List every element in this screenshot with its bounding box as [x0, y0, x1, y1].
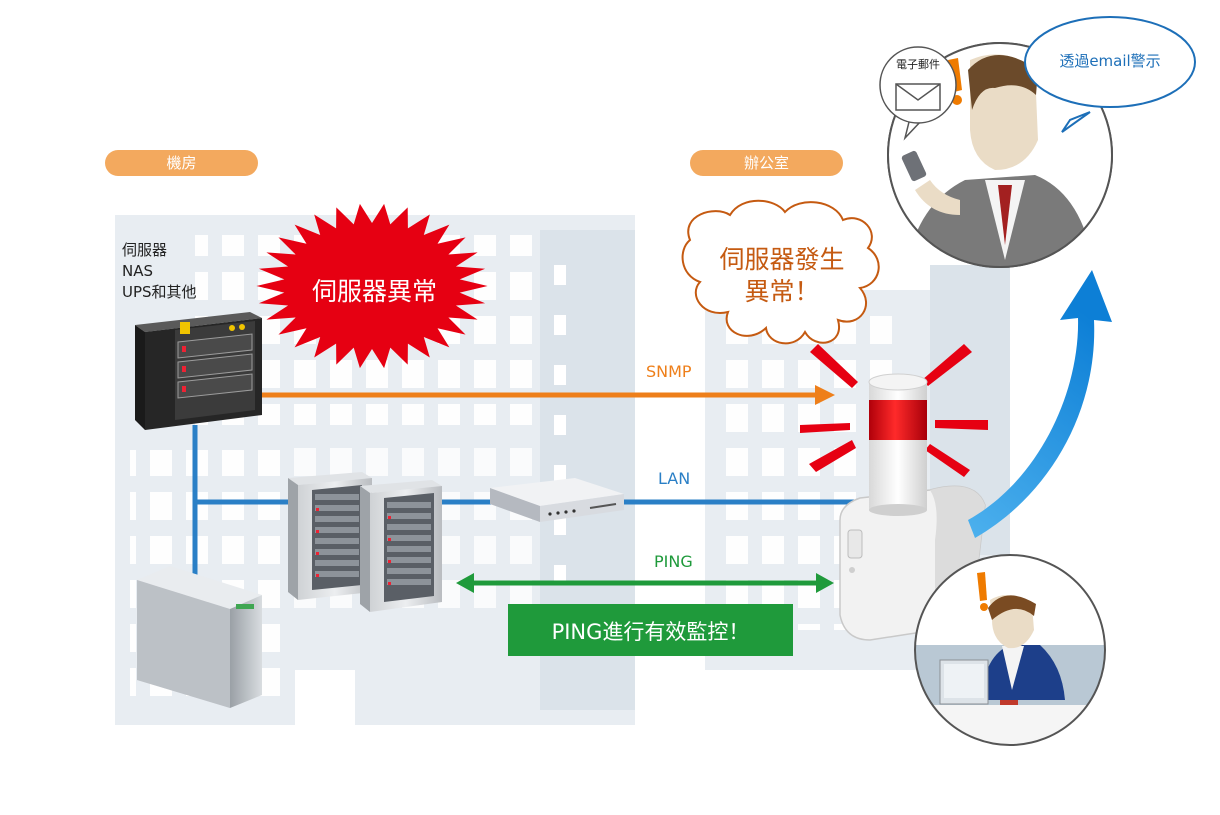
network-device-icon [490, 478, 624, 522]
ups-icon [137, 566, 262, 708]
notify-arrow [968, 270, 1112, 538]
device-label-ups: UPS和其他 [122, 283, 197, 301]
email-alert-scene [879, 16, 1196, 268]
server-error-text: 伺服器異常 [312, 277, 438, 306]
lan-label: LAN [658, 469, 691, 488]
alert-speech-cloud [681, 199, 880, 345]
snmp-arrow [262, 385, 835, 405]
server-error-occurs-text: 伺服器發生 異常！ [712, 244, 852, 308]
ping-banner-text: PING進行有效監控！ [551, 620, 750, 644]
device-label-server: 伺服器 [122, 241, 168, 259]
ping-label: PING [654, 552, 693, 571]
ping-arrow [456, 573, 834, 593]
server-room-label: 機房 [105, 150, 258, 176]
rack-server-icon [135, 312, 262, 430]
desk-alert-scene [914, 554, 1106, 746]
alarm-rays [800, 344, 988, 477]
server-error-occurs-line2: 異常！ [744, 277, 820, 306]
office-label: 辦公室 [690, 150, 843, 176]
snmp-label: SNMP [646, 362, 692, 381]
envelope-icon [895, 83, 941, 111]
email-icon-label: 電子郵件 [896, 58, 940, 71]
device-label-nas: NAS [122, 262, 154, 280]
device-list-label: 伺服器 NAS UPS和其他 [122, 240, 197, 303]
server-rack-icon [360, 480, 442, 612]
blue-lan-lines [192, 425, 870, 575]
server-rack-icon [288, 472, 372, 600]
ping-banner-box [508, 604, 793, 656]
email-alert-speech: 透過email警示 [1059, 52, 1161, 70]
server-error-burst [256, 203, 488, 369]
server-error-occurs-line1: 伺服器發生 [719, 245, 845, 274]
